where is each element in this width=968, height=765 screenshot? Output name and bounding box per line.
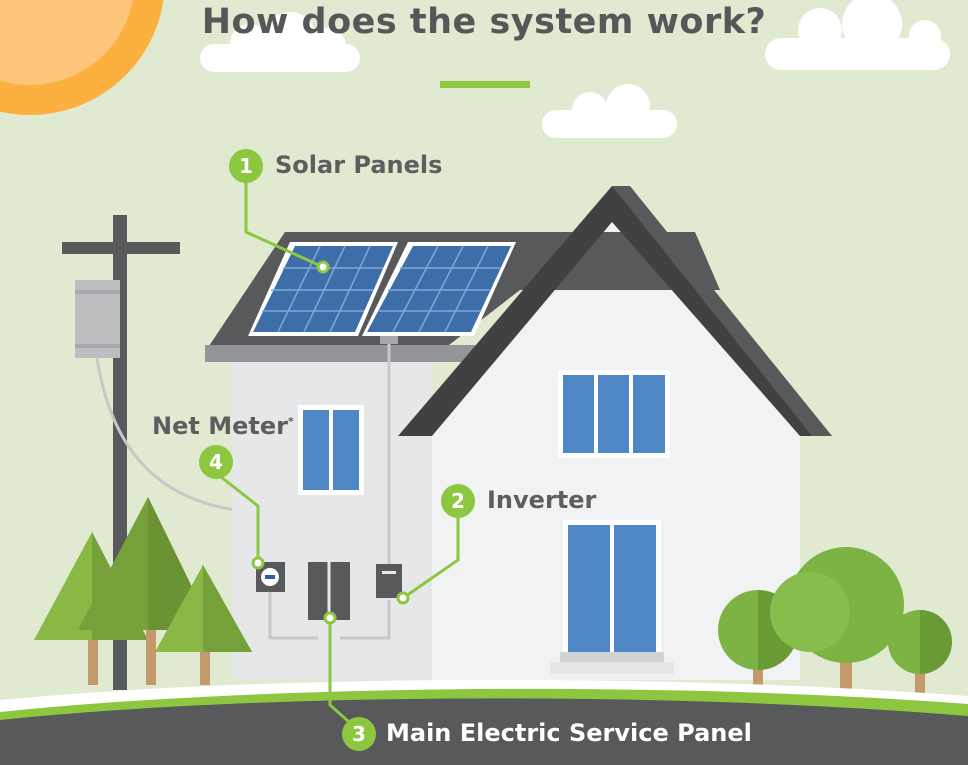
title-underline: [440, 81, 530, 88]
inverter-icon: [376, 564, 402, 598]
footnote-mark: *: [287, 415, 294, 428]
callout-label-net-meter: Net Meter*: [152, 412, 294, 440]
cloud-icon: [542, 84, 677, 138]
sun-icon: [0, 0, 164, 115]
page-title: How does the system work?: [201, 2, 767, 42]
tree-icon: [718, 547, 952, 720]
solar-panel: [362, 242, 516, 336]
callout-label-solar-panels: Solar Panels: [275, 151, 443, 179]
door: [550, 520, 674, 674]
net-meter-text: Net Meter: [152, 412, 288, 440]
callout-badge-4: 4: [199, 445, 233, 479]
service-panel-icon: [308, 562, 350, 620]
callout-label-service-panel: Main Electric Service Panel: [386, 719, 752, 747]
cloud-icon: [200, 12, 360, 72]
solar-panel: [248, 242, 398, 336]
tree-icon: [34, 497, 252, 685]
callout-label-inverter: Inverter: [487, 486, 597, 514]
road: [0, 698, 968, 765]
callout-badge-3: 3: [342, 717, 376, 751]
window: [558, 370, 670, 458]
callout-badge-1: 1: [229, 149, 263, 183]
window: [298, 405, 364, 495]
callout-badge-2: 2: [441, 484, 475, 518]
cloud-icon: [765, 0, 950, 70]
